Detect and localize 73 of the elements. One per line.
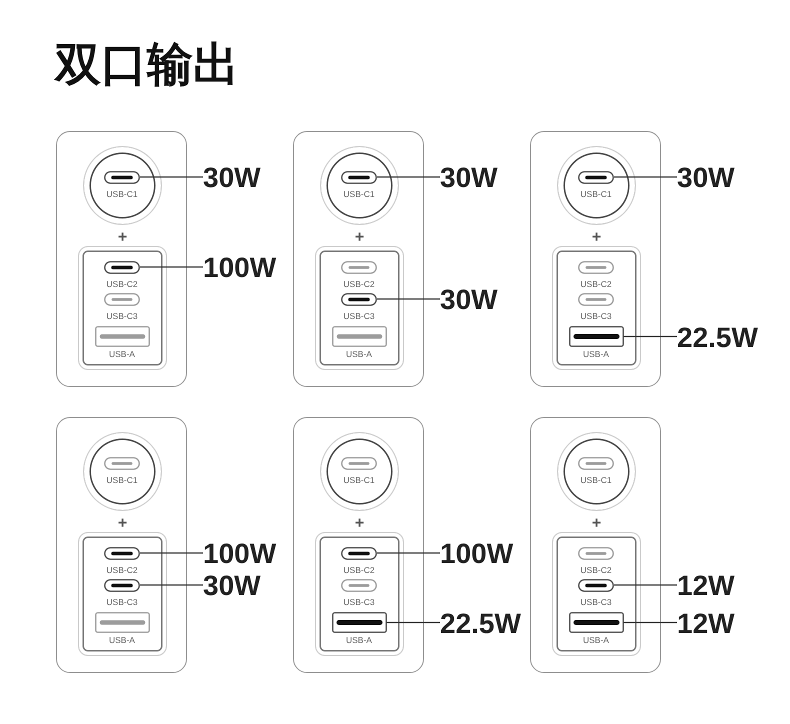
port-label: USB-C3 bbox=[343, 310, 375, 320]
port-ring bbox=[320, 146, 399, 225]
wattage-label: 30W bbox=[440, 162, 498, 194]
port-label: USB-C2 bbox=[343, 564, 375, 574]
plus-sign: + bbox=[116, 230, 128, 246]
heading: 双口输出 bbox=[55, 37, 239, 92]
wattage-label: 12W bbox=[677, 570, 735, 602]
port-label: USB-C3 bbox=[343, 596, 375, 606]
port-label: USB-C1 bbox=[343, 188, 375, 198]
leader-line bbox=[386, 622, 440, 624]
leader-line bbox=[140, 584, 203, 586]
port-label: USB-C3 bbox=[106, 596, 138, 606]
port-label: USB-C3 bbox=[580, 310, 612, 320]
leader-line bbox=[624, 622, 677, 624]
charger-body bbox=[293, 417, 424, 673]
charger-body bbox=[56, 131, 187, 387]
leader-line bbox=[140, 266, 203, 268]
port-panel bbox=[552, 532, 641, 656]
port-label: USB-A bbox=[346, 635, 372, 645]
port-ring bbox=[83, 146, 162, 225]
leader-line bbox=[614, 176, 677, 178]
leader-line bbox=[377, 176, 440, 178]
port-label: USB-C3 bbox=[580, 596, 612, 606]
leader-line bbox=[614, 584, 677, 586]
charger-body bbox=[530, 417, 661, 673]
plus-sign: + bbox=[354, 230, 366, 246]
wattage-label: 30W bbox=[203, 570, 261, 602]
port-label: USB-A bbox=[583, 635, 609, 645]
leader-line bbox=[377, 552, 440, 554]
port-label: USB-C1 bbox=[106, 474, 138, 484]
port-label: USB-C2 bbox=[580, 278, 612, 288]
wattage-label: 30W bbox=[203, 162, 261, 194]
plus-sign: + bbox=[590, 230, 602, 246]
leader-line bbox=[624, 336, 677, 338]
wattage-label: 22.5W bbox=[677, 322, 758, 354]
port-label: USB-C1 bbox=[106, 188, 138, 198]
plus-sign: + bbox=[116, 516, 128, 532]
port-label: USB-C2 bbox=[106, 278, 138, 288]
wattage-label: 100W bbox=[440, 538, 514, 570]
port-panel bbox=[78, 246, 167, 370]
plus-sign: + bbox=[590, 516, 602, 532]
port-panel bbox=[552, 246, 641, 370]
port-label: USB-C1 bbox=[580, 474, 612, 484]
port-label: USB-A bbox=[109, 349, 135, 359]
charger-body bbox=[56, 417, 187, 673]
port-ring bbox=[557, 432, 636, 511]
wattage-label: 100W bbox=[203, 538, 276, 570]
port-label: USB-A bbox=[583, 349, 609, 359]
port-label: USB-C2 bbox=[343, 278, 375, 288]
port-ring bbox=[320, 432, 399, 511]
wattage-label: 100W bbox=[203, 252, 276, 284]
charger-body bbox=[293, 131, 424, 387]
wattage-label: 30W bbox=[677, 162, 735, 194]
charger-body bbox=[530, 131, 661, 387]
port-ring bbox=[557, 146, 636, 225]
port-label: USB-C1 bbox=[580, 188, 612, 198]
leader-line bbox=[140, 552, 203, 554]
port-label: USB-C3 bbox=[106, 310, 138, 320]
port-label: USB-C2 bbox=[580, 564, 612, 574]
port-label: USB-A bbox=[109, 635, 135, 645]
port-panel bbox=[78, 532, 167, 656]
port-label: USB-C1 bbox=[343, 474, 375, 484]
port-label: USB-A bbox=[346, 349, 372, 359]
port-panel bbox=[315, 532, 404, 656]
port-ring bbox=[83, 432, 162, 511]
port-label: USB-C2 bbox=[106, 564, 138, 574]
leader-line bbox=[140, 176, 203, 178]
leader-line bbox=[377, 298, 440, 300]
wattage-label: 22.5W bbox=[440, 608, 521, 640]
wattage-label: 30W bbox=[440, 284, 498, 316]
port-panel bbox=[315, 246, 404, 370]
plus-sign: + bbox=[354, 516, 366, 532]
wattage-label: 12W bbox=[677, 608, 735, 640]
